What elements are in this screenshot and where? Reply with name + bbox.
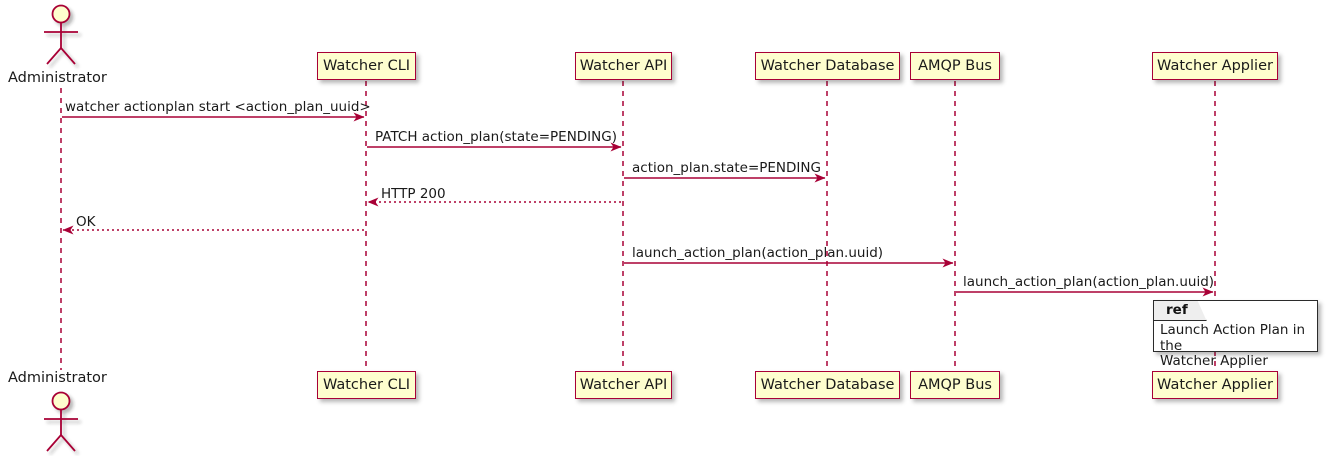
message-label-7: launch_action_plan(action_plan.uuid) bbox=[963, 274, 1215, 290]
participant-label: Watcher API bbox=[579, 57, 668, 74]
participant-label: Watcher CLI bbox=[322, 376, 411, 393]
participant-box-watcher-database-bottom[interactable]: Watcher Database bbox=[755, 371, 900, 399]
participant-label: Watcher API bbox=[579, 376, 668, 393]
ref-fragment-text: Launch Action Plan in the Watcher Applie… bbox=[1160, 322, 1306, 369]
message-label-6: launch_action_plan(action_plan.uuid) bbox=[632, 245, 884, 261]
participant-box-watcher-api-top[interactable]: Watcher API bbox=[575, 52, 672, 80]
participant-box-amqp-bus-bottom[interactable]: AMQP Bus bbox=[910, 371, 1000, 399]
actor-figure-bottom bbox=[44, 391, 78, 452]
participant-label: Watcher Applier bbox=[1157, 376, 1273, 393]
messages-group bbox=[62, 112, 1214, 297]
participant-box-amqp-bus-top[interactable]: AMQP Bus bbox=[910, 52, 1000, 80]
participant-box-watcher-database-top[interactable]: Watcher Database bbox=[755, 52, 900, 80]
actor-figure-top bbox=[44, 4, 78, 65]
participant-label: Watcher Database bbox=[760, 57, 895, 74]
participant-label: Watcher CLI bbox=[322, 57, 411, 74]
participant-label: Watcher Applier bbox=[1157, 57, 1273, 74]
message-label-1: watcher actionplan start <action_plan_uu… bbox=[65, 99, 371, 115]
ref-fragment-tab-label: ref bbox=[1166, 301, 1188, 318]
actor-label-administrator-top: Administrator bbox=[8, 70, 107, 86]
participant-box-watcher-api-bottom[interactable]: Watcher API bbox=[575, 371, 672, 399]
actor-label-administrator-bottom: Administrator bbox=[8, 370, 107, 386]
message-label-3: action_plan.state=PENDING bbox=[632, 160, 821, 176]
participant-box-watcher-cli-bottom[interactable]: Watcher CLI bbox=[317, 371, 416, 399]
participant-label: AMQP Bus bbox=[918, 376, 992, 393]
ref-fragment: ref Launch Action Plan in the Watcher Ap… bbox=[1153, 300, 1318, 369]
message-label-5: OK bbox=[76, 214, 96, 230]
lifelines-group bbox=[60, 81, 1216, 371]
participant-box-watcher-applier-bottom[interactable]: Watcher Applier bbox=[1152, 371, 1278, 399]
ref-fragment-tab: ref bbox=[1154, 301, 1207, 321]
message-label-4: HTTP 200 bbox=[381, 186, 446, 202]
participant-box-watcher-cli-top[interactable]: Watcher CLI bbox=[317, 52, 416, 80]
message-label-2: PATCH action_plan(state=PENDING) bbox=[375, 129, 617, 145]
participant-label: AMQP Bus bbox=[918, 57, 992, 74]
participant-box-watcher-applier-top[interactable]: Watcher Applier bbox=[1152, 52, 1278, 80]
participant-label: Watcher Database bbox=[760, 376, 895, 393]
